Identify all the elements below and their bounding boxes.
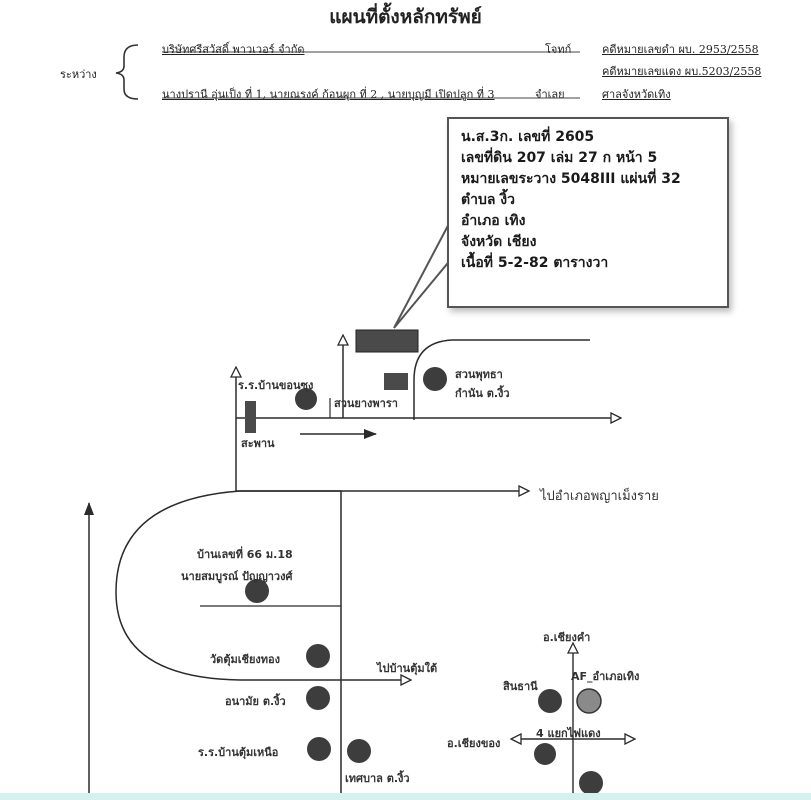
callout-line-district: อำเภอ เทิง [461, 213, 526, 229]
callout-line-land-number: เลขที่ดิน 207 เล่ม 27 ก หน้า 5 [461, 150, 658, 166]
header-brace [115, 44, 139, 100]
callout-line-subdistrict: ตำบล งิ้ว [461, 192, 515, 208]
label-health-station: อนามัย ต.งิ้ว [225, 695, 286, 708]
land-title-callout: น.ส.3ก. เลขที่ 2605 เลขที่ดิน 207 เล่ม 2… [447, 117, 729, 308]
plaintiff-name: บริษัทศรีสวัสดิ์ พาวเวอร์ จำกัด [162, 43, 305, 56]
kamnan-marker [423, 367, 447, 391]
case-black-number: คดีหมายเลขดำ ผบ. 2953/2558 [602, 43, 759, 56]
plaintiff-role: โจทก์ [545, 43, 572, 56]
road-curve-top [413, 339, 590, 420]
bottom-strip [0, 793, 811, 800]
case-red-number: คดีหมายเลขแดง ผบ.5203/2558 [602, 65, 762, 78]
callout-pointer [393, 217, 453, 329]
label-bridge: สะพาน [241, 437, 275, 450]
label-to-ban-tum-tai: ไปบ้านตุ้มใต้ [377, 662, 438, 675]
label-school-khon-sung: ร.ร.บ้านขอนซุง [238, 379, 314, 392]
rubber-garden-marker [384, 373, 408, 390]
label-wat-tum: วัดตุ้มเชียงทอง [210, 653, 280, 666]
label-rubber-garden: สวนยางพารา [334, 397, 398, 410]
callout-line-sheet: หมายเลขระวาง 5048III แผ่นที่ 32 [461, 171, 681, 187]
callout-line-area: เนื้อที่ 5-2-82 ตารางวา [461, 255, 609, 271]
sinthani-marker [538, 689, 562, 713]
label-school-tum-nuea: ร.ร.บ้านตุ้มเหนือ [198, 746, 279, 759]
label-owner-name: นายสมบูรณ์ ปัญญาวงศ์ [181, 570, 293, 583]
label-af-thoeng: AF_อำเภอเทิง [571, 670, 640, 683]
label-jujube-garden: สวนพุทธา [455, 368, 503, 381]
chiang-khong-marker [534, 743, 556, 765]
school-khon-sung-marker [295, 388, 317, 410]
bottom-right-marker [579, 771, 603, 795]
label-sinthani: สินธานี [503, 680, 538, 693]
bridge-marker [245, 401, 256, 433]
label-municipality: เทศบาล ต.งิ้ว [345, 772, 410, 785]
label-chiang-kham: อ.เชียงคำ [543, 631, 591, 644]
label-kamnan: กำนัน ต.งิ้ว [455, 387, 510, 400]
wat-tum-marker [306, 644, 330, 668]
court-name: ศาลจังหวัดเทิง [602, 88, 671, 101]
af-thoeng-marker [576, 688, 602, 714]
label-intersection: 4 แยกไฟแดง [536, 727, 601, 740]
municipality-marker [347, 739, 371, 763]
label-house-66: บ้านเลขที่ 66 ม.18 [197, 548, 293, 561]
label-to-phaya-meng-rai: ไปอำเภอพญาเม็งราย [540, 489, 659, 504]
house-66-marker [245, 579, 269, 603]
school-tum-nuea-marker [307, 737, 331, 761]
document-title: แผนที่ตั้งหลักทรัพย์ [329, 6, 482, 28]
health-station-marker [306, 686, 330, 710]
loop-road [115, 490, 410, 680]
label-chiang-khong: อ.เชียงของ [447, 737, 501, 750]
callout-line-province: จังหวัด เชียง [461, 234, 537, 250]
callout-line-title-deed: น.ส.3ก. เลขที่ 2605 [461, 129, 595, 145]
parties-label: ระหว่าง [60, 68, 97, 81]
property-marker [355, 329, 419, 353]
